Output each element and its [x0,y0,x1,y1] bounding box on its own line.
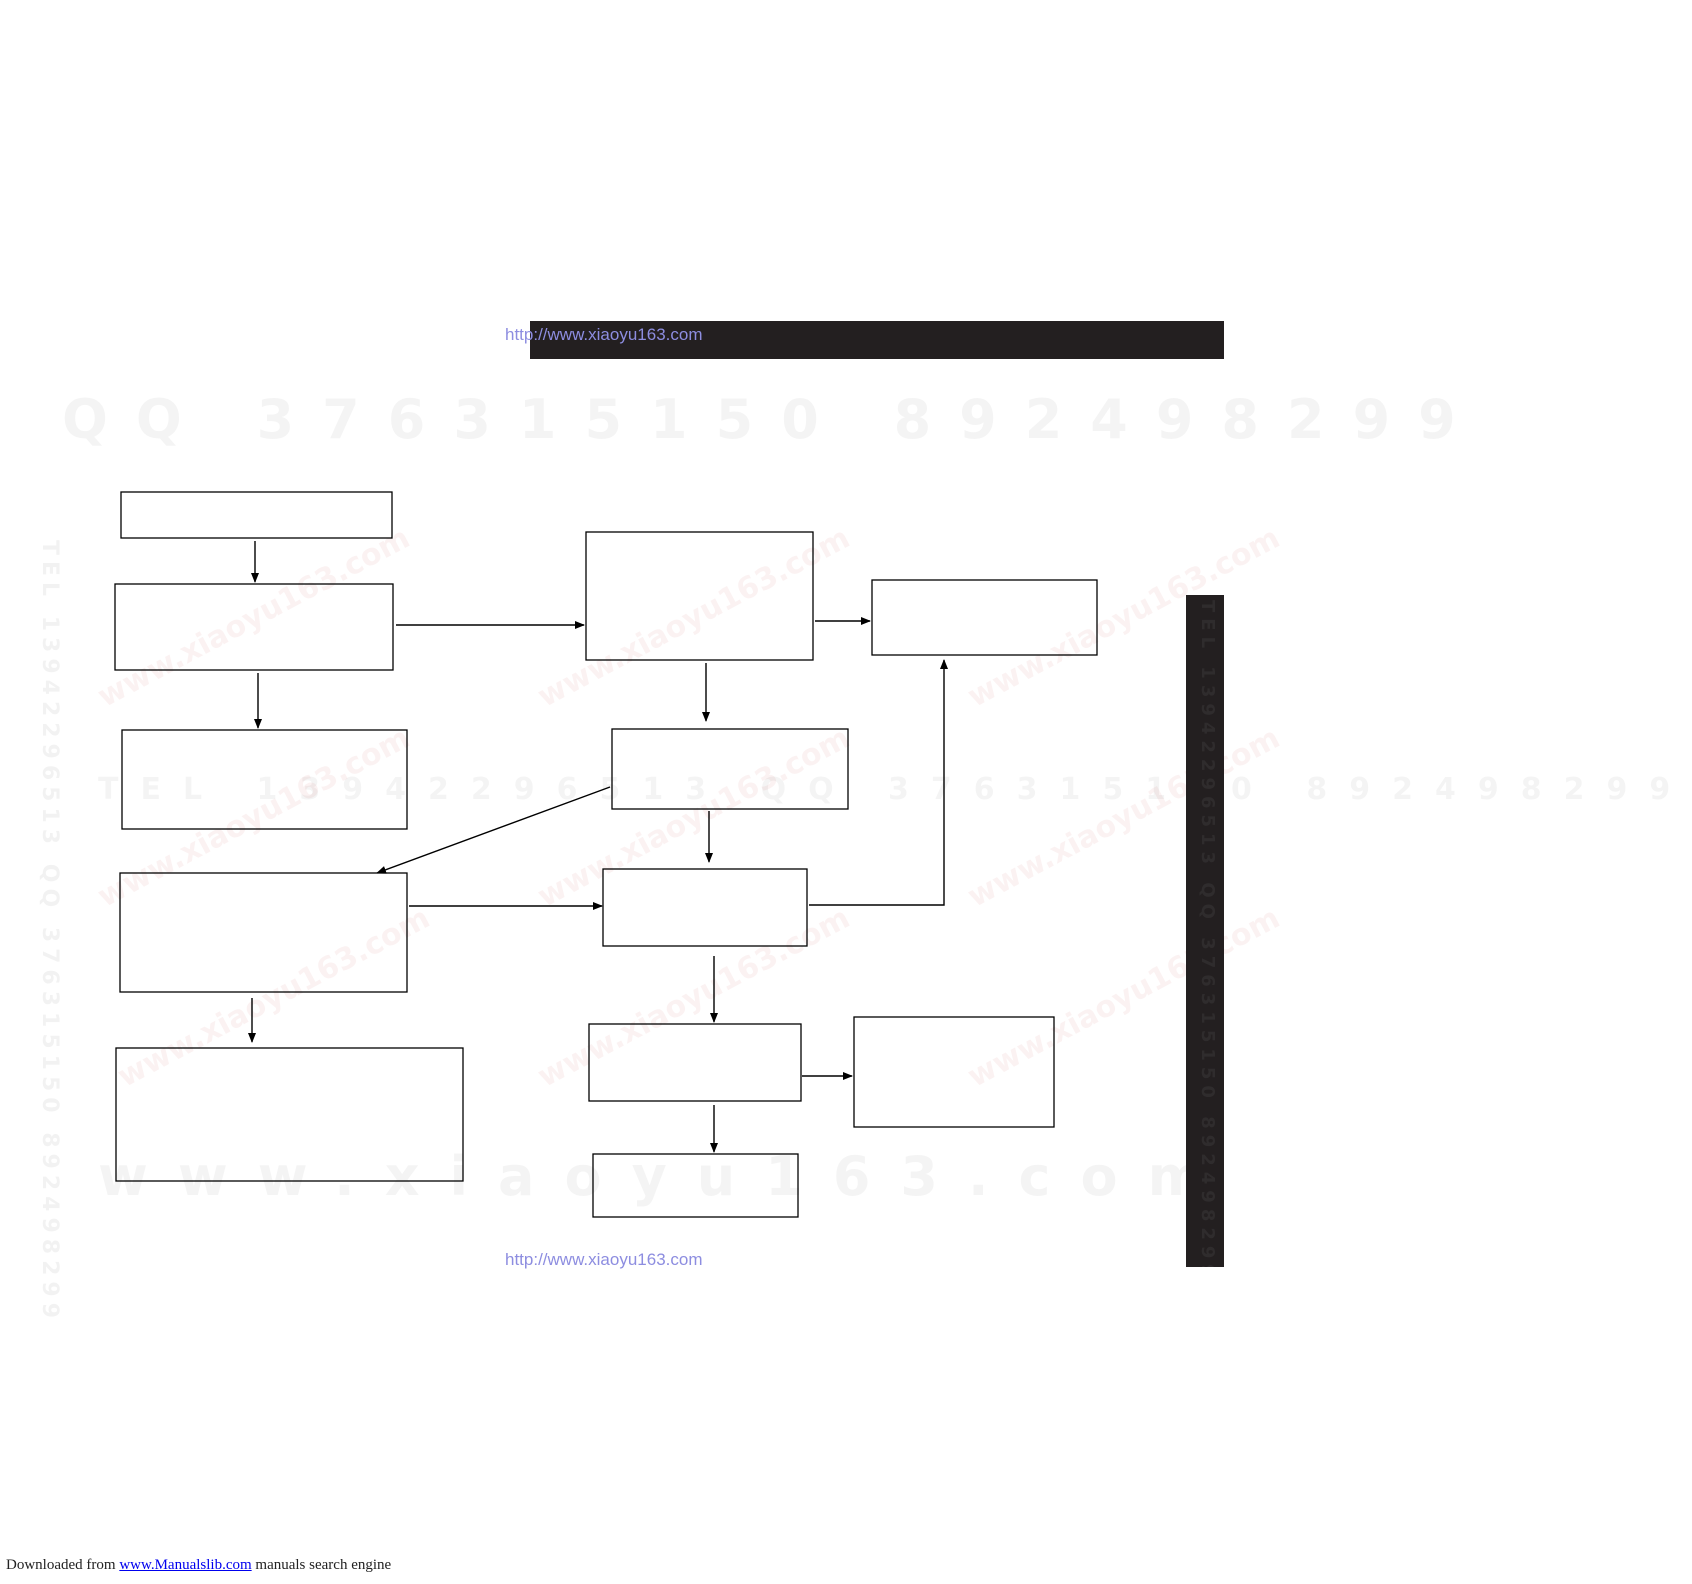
footer-suffix: manuals search engine [251,1557,392,1573]
footer: Downloaded from www.Manualslib.com manua… [6,1557,391,1574]
flow-arrow [376,786,611,874]
footer-link[interactable]: www.Manualslib.com [119,1557,252,1573]
flow-box-center-2 [611,728,849,810]
flow-box-start [120,491,393,539]
flow-box-center-3 [602,868,808,947]
flowchart [114,491,1098,1218]
flow-box-left-4 [115,1047,464,1182]
watermark-tel: TEL 13942296513 QQ 376315150 892498299 [98,772,1692,807]
watermark-www: www.xiaoyu163.com [98,1145,1234,1208]
watermark-qq: QQ 376315150 892498299 [62,388,1484,451]
flow-box-left-2 [121,729,408,830]
header-url: http://www.xiaoyu163.com [505,325,703,344]
flow-box-center-1 [585,531,814,661]
flow-box-left-3 [119,872,408,993]
flow-box-center-4 [588,1023,802,1102]
flow-box-left-1 [114,583,394,671]
flow-box-right-2 [853,1016,1055,1128]
bottom-url: http://www.xiaoyu163.com [505,1250,703,1269]
side-tab [1186,595,1224,1267]
flow-box-center-5 [592,1153,799,1218]
footer-prefix: Downloaded from [6,1557,120,1573]
header-bar [530,321,1224,359]
flow-arrow [809,659,948,906]
flow-box-right-1 [871,579,1098,656]
